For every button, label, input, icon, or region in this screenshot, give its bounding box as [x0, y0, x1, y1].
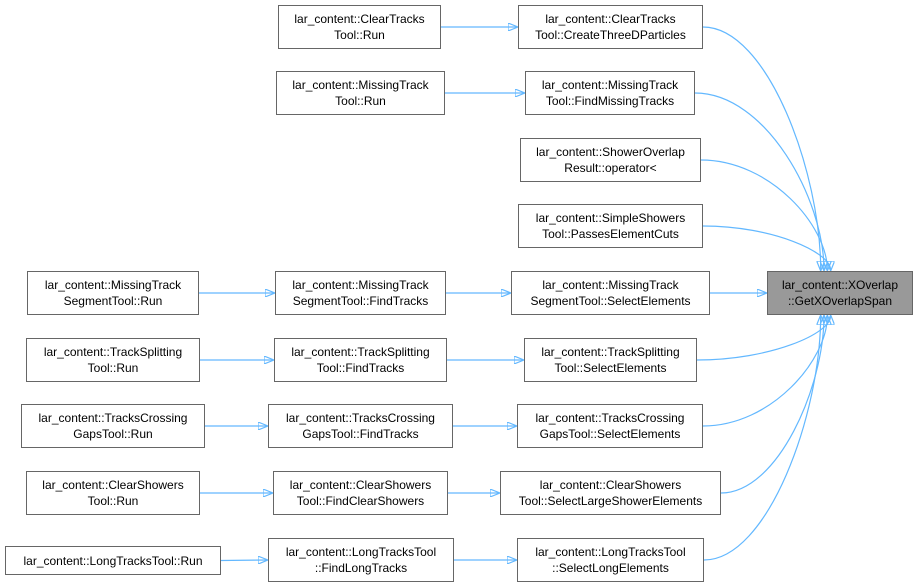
node-label-line1: lar_content::ClearTracks: [545, 12, 676, 26]
node-label-line2: Tool::Run: [87, 494, 139, 508]
node-ts-run[interactable]: lar_content::TrackSplitting Tool::Run: [26, 338, 200, 382]
node-find-missing-tracks[interactable]: lar_content::MissingTrack Tool::FindMiss…: [525, 71, 695, 115]
node-label-line1: lar_content::TrackSplitting: [43, 345, 183, 359]
node-clear-tracks-run[interactable]: lar_content::ClearTracks Tool::Run: [278, 5, 441, 49]
node-tcg-select-elements[interactable]: lar_content::TracksCrossing GapsTool::Se…: [517, 404, 703, 448]
node-label-line1: lar_content::MissingTrack: [292, 278, 429, 292]
node-lt-run[interactable]: lar_content::LongTracksTool::Run: [5, 546, 221, 575]
node-cs-select-large[interactable]: lar_content::ClearShowers Tool::SelectLa…: [500, 471, 721, 515]
node-label-line1: lar_content::MissingTrack: [541, 78, 679, 92]
node-label-line1: lar_content::ClearShowers: [289, 478, 432, 492]
node-tcg-find-tracks[interactable]: lar_content::TracksCrossing GapsTool::Fi…: [268, 404, 453, 448]
node-label-line2: Tool::FindTracks: [316, 361, 405, 375]
node-ts-select-elements[interactable]: lar_content::TrackSplitting Tool::Select…: [524, 338, 697, 382]
node-label-line2: Tool::Run: [335, 94, 386, 108]
node-label-line2: Tool::Run: [334, 28, 385, 42]
node-create-three-d-particles[interactable]: lar_content::ClearTracks Tool::CreateThr…: [518, 5, 703, 49]
node-label-line1: lar_content::TracksCrossing: [535, 411, 685, 425]
node-tcg-run[interactable]: lar_content::TracksCrossing GapsTool::Ru…: [21, 404, 205, 448]
node-mts-select-elements[interactable]: lar_content::MissingTrack SegmentTool::S…: [511, 271, 710, 315]
node-label-line1: lar_content::ClearShowers: [539, 478, 682, 492]
node-label-line1: lar_content::ClearTracks: [294, 12, 425, 26]
node-label-line2: Result::operator<: [564, 161, 657, 175]
node-label-line2: SegmentTool::Run: [63, 294, 163, 308]
node-label-line2: GapsTool::SelectElements: [539, 427, 681, 441]
node-label-line2: Tool::Run: [87, 361, 139, 375]
node-label-line1: lar_content::MissingTrack: [542, 278, 679, 292]
node-target: lar_content::XOverlap ::GetXOverlapSpan: [767, 271, 913, 315]
node-passes-element-cuts[interactable]: lar_content::SimpleShowers Tool::PassesE…: [518, 204, 703, 248]
node-label-line1: lar_content::SimpleShowers: [535, 211, 686, 225]
node-label-line2: SegmentTool::SelectElements: [530, 294, 691, 308]
node-lt-find-long[interactable]: lar_content::LongTracksTool ::FindLongTr…: [268, 538, 454, 582]
edge-create_three_d_particles-to-target: [702, 26, 821, 270]
node-label-line1: lar_content::TracksCrossing: [286, 411, 435, 425]
node-label-line1: lar_content::XOverlap: [781, 278, 899, 292]
node-cs-run[interactable]: lar_content::ClearShowers Tool::Run: [26, 471, 200, 515]
node-label-line2: Tool::SelectLargeShowerElements: [518, 494, 703, 508]
node-label-line1: lar_content::ClearShowers: [42, 478, 184, 492]
node-label-line1: lar_content::LongTracksTool: [285, 545, 437, 559]
edge-shower_overlap_operator-to-target: [700, 159, 827, 270]
node-label-line1: lar_content::ShowerOverlap: [536, 145, 685, 159]
node-label-line2: ::GetXOverlapSpan: [787, 294, 893, 308]
node-mts-find-tracks[interactable]: lar_content::MissingTrack SegmentTool::F…: [275, 271, 446, 315]
node-label-line1: lar_content::TrackSplitting: [541, 345, 680, 359]
node-label-line2: ::FindLongTracks: [314, 561, 408, 575]
edge-find_missing_tracks-to-target: [694, 92, 824, 270]
node-label-line2: SegmentTool::FindTracks: [292, 294, 429, 308]
node-mts-run[interactable]: lar_content::MissingTrack SegmentTool::R…: [27, 271, 199, 315]
edge-lt_select_long-to-target: [703, 316, 821, 561]
node-ts-find-tracks[interactable]: lar_content::TrackSplitting Tool::FindTr…: [274, 338, 447, 382]
edge-ts_select_elements-to-target: [696, 316, 831, 361]
node-label-line2: GapsTool::FindTracks: [302, 427, 419, 441]
node-shower-overlap-operator[interactable]: lar_content::ShowerOverlap Result::opera…: [520, 138, 701, 182]
node-label-line2: Tool::FindMissingTracks: [545, 94, 675, 108]
node-label-line1: lar_content::LongTracksTool::Run: [23, 553, 203, 568]
node-label-line2: GapsTool::Run: [73, 427, 153, 441]
edge-lt_run-to-lt_find_long: [220, 560, 267, 561]
node-label-line1: lar_content::TrackSplitting: [291, 345, 430, 359]
node-label-line2: Tool::PassesElementCuts: [542, 227, 679, 241]
node-label-line1: lar_content::LongTracksTool: [535, 545, 686, 559]
edge-passes_element_cuts-to-target: [702, 225, 831, 270]
node-label-line2: Tool::SelectElements: [554, 361, 667, 375]
node-label-line1: lar_content::MissingTrack: [44, 278, 182, 292]
node-cs-find-clear[interactable]: lar_content::ClearShowers Tool::FindClea…: [273, 471, 448, 515]
edge-tcg_select_elements-to-target: [702, 316, 827, 427]
node-label-line1: lar_content::MissingTrack: [292, 78, 429, 92]
node-label-line2: Tool::FindClearShowers: [296, 494, 425, 508]
node-label-line2: Tool::CreateThreeDParticles: [535, 28, 686, 42]
edge-cs_select_large-to-target: [720, 316, 824, 494]
node-lt-select-long[interactable]: lar_content::LongTracksTool ::SelectLong…: [517, 538, 704, 582]
node-label-line1: lar_content::TracksCrossing: [38, 411, 188, 425]
node-label-line2: ::SelectLongElements: [552, 561, 669, 575]
node-missing-track-run[interactable]: lar_content::MissingTrack Tool::Run: [276, 71, 445, 115]
